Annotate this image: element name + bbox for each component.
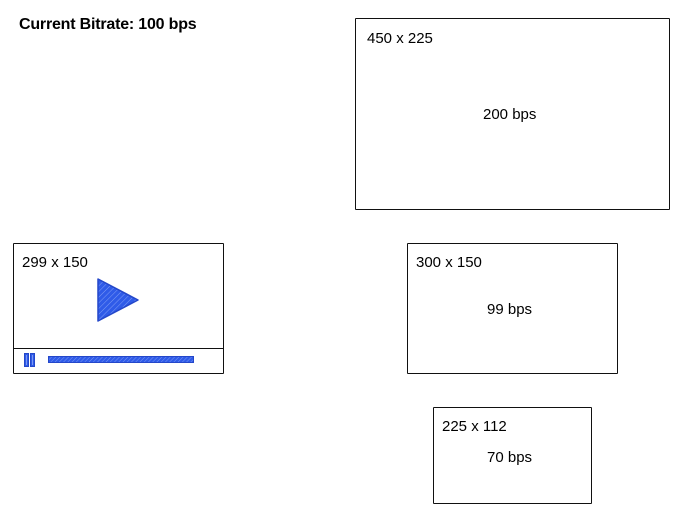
rendition-bitrate: 99 bps xyxy=(487,301,533,318)
rendition-box-450x225: 450 x 225 200 bps xyxy=(355,18,670,210)
progress-bar[interactable] xyxy=(48,356,194,363)
play-icon[interactable] xyxy=(96,277,140,323)
rendition-dimensions: 299 x 150 xyxy=(22,254,88,271)
rendition-box-225x112: 225 x 112 70 bps xyxy=(433,407,592,504)
video-player-box-299x150: 299 x 150 xyxy=(13,243,224,374)
current-bitrate-label: Current Bitrate: 100 bps xyxy=(19,16,197,33)
player-control-bar xyxy=(14,348,223,373)
rendition-bitrate: 70 bps xyxy=(487,449,533,466)
rendition-dimensions: 225 x 112 xyxy=(442,418,507,435)
rendition-bitrate: 200 bps xyxy=(483,106,537,123)
rendition-dimensions: 450 x 225 xyxy=(367,30,433,47)
rendition-dimensions: 300 x 150 xyxy=(416,254,482,271)
rendition-box-300x150: 300 x 150 99 bps xyxy=(407,243,618,374)
pause-icon[interactable] xyxy=(24,353,36,367)
